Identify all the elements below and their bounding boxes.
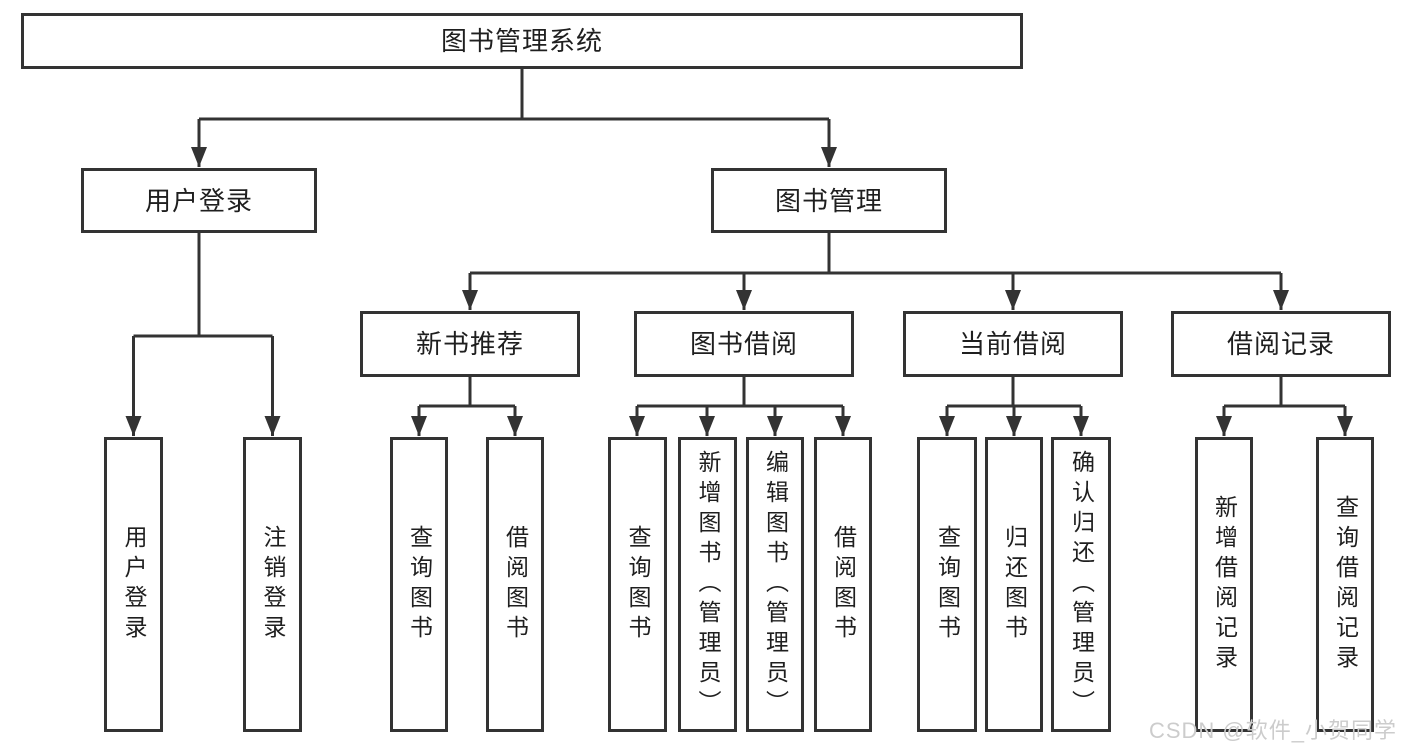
node-user-login-label: 用户登录 xyxy=(144,185,253,216)
node-add-borrow-record: 新增借阅记录 xyxy=(1195,437,1253,732)
node-user-login-leaf-label: 用户登录 xyxy=(121,524,147,645)
node-current-borrowing-label: 当前借阅 xyxy=(958,329,1067,359)
node-new-book-recommend: 新书推荐 xyxy=(360,311,580,377)
node-add-book-admin-label: 新增图书（管理员） xyxy=(695,449,721,720)
node-book-borrowing: 图书借阅 xyxy=(634,311,854,377)
node-query-borrow-record-label: 查询借阅记录 xyxy=(1332,494,1359,675)
node-book-borrowing-label: 图书借阅 xyxy=(689,329,798,359)
node-confirm-return-admin-label: 确认归还（管理员） xyxy=(1068,449,1095,720)
node-borrow-book-leaf: 借阅图书 xyxy=(814,437,872,732)
node-logout-label: 注销登录 xyxy=(260,524,286,645)
node-root: 图书管理系统 xyxy=(21,13,1023,69)
node-add-book-admin: 新增图书（管理员） xyxy=(678,437,737,732)
node-edit-book-admin: 编辑图书（管理员） xyxy=(746,437,804,732)
node-logout: 注销登录 xyxy=(243,437,302,732)
node-new-book-recommend-label: 新书推荐 xyxy=(415,329,524,359)
node-user-login: 用户登录 xyxy=(81,168,317,233)
node-book-management: 图书管理 xyxy=(711,168,947,233)
csdn-watermark: CSDN @软件_小贺同学 xyxy=(1148,718,1397,743)
node-add-borrow-record-label: 新增借阅记录 xyxy=(1211,494,1238,675)
node-query-book-current-label: 查询图书 xyxy=(934,524,961,645)
node-borrow-book-recommend: 借阅图书 xyxy=(486,437,544,732)
node-root-label: 图书管理系统 xyxy=(440,26,603,56)
node-edit-book-admin-label: 编辑图书（管理员） xyxy=(762,449,789,720)
node-return-book-label: 归还图书 xyxy=(1001,524,1028,645)
node-user-login-leaf: 用户登录 xyxy=(104,437,163,732)
node-return-book: 归还图书 xyxy=(985,437,1043,732)
node-confirm-return-admin: 确认归还（管理员） xyxy=(1051,437,1111,732)
node-borrow-book-recommend-label: 借阅图书 xyxy=(502,524,529,645)
node-current-borrowing: 当前借阅 xyxy=(903,311,1123,377)
node-query-borrow-record: 查询借阅记录 xyxy=(1316,437,1374,732)
node-query-book-current: 查询图书 xyxy=(917,437,977,732)
node-query-book-borrowing: 查询图书 xyxy=(608,437,667,732)
node-borrowing-records: 借阅记录 xyxy=(1171,311,1391,377)
node-borrow-book-leaf-label: 借阅图书 xyxy=(830,524,857,645)
node-query-book-borrowing-label: 查询图书 xyxy=(625,524,651,645)
node-query-book-recommend-label: 查询图书 xyxy=(406,524,433,645)
node-book-management-label: 图书管理 xyxy=(774,185,883,216)
node-borrowing-records-label: 借阅记录 xyxy=(1226,329,1335,359)
node-query-book-recommend: 查询图书 xyxy=(390,437,448,732)
